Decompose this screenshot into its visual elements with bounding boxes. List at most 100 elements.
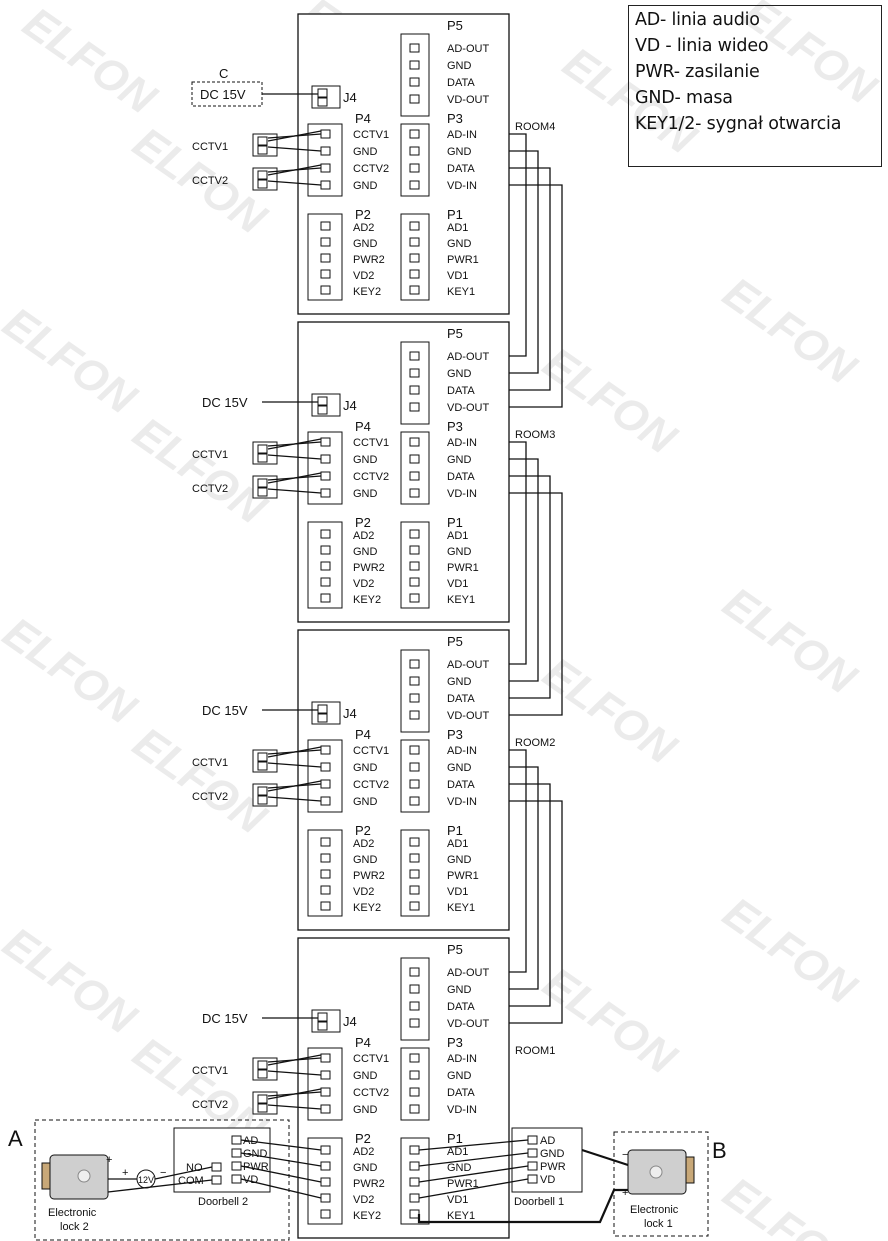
p4-pin-label: CCTV2 [353,471,389,483]
pin-square [320,853,331,863]
p1-pin-label: KEY1 [447,1210,475,1222]
pin-square [320,163,331,173]
pin-square [317,713,328,723]
pin-square [257,1069,268,1079]
watermark-text: ELFON [14,0,165,124]
p3-pin-label: AD-IN [447,1053,477,1065]
pin-square [320,901,331,911]
p2-pin-label: PWR2 [353,254,385,266]
pin-square [409,762,420,772]
cctv-wire [267,488,322,494]
pin-square [409,402,420,412]
pin-square [409,561,420,571]
cctv-label: CCTV2 [192,175,228,187]
p5-label: P5 [447,634,463,649]
p3-pin-label: DATA [447,779,475,791]
p4-label: P4 [355,111,371,126]
pin-square [527,1174,538,1184]
monitor-unit: P5AD-OUTGNDDATAVD-OUTP3AD-INGNDDATAVD-IN… [192,321,555,623]
watermark-text: ELFON [534,958,685,1084]
p3-label: P3 [447,727,463,742]
monitor-unit: P5AD-OUTGNDDATAVD-OUTP3AD-INGNDDATAVD-IN… [192,937,555,1239]
pin-square [409,837,420,847]
pin-square [320,253,331,263]
p5-pin-label: DATA [447,385,475,397]
pin-square [320,221,331,231]
pin-square [257,444,268,454]
p4-pin-label: GND [353,796,378,808]
p2-label: P2 [355,207,371,222]
legend-item: GND- masa [635,88,733,108]
pin-square [317,88,328,98]
p2-pin-label: AD2 [353,222,374,234]
pin-square [409,984,420,994]
p1-pin-label: VD1 [447,886,468,898]
pin-square [317,1021,328,1031]
lock2-caption: Electronic [48,1207,97,1219]
p1-pin-label: GND [447,238,472,250]
group-a-box [34,1119,290,1241]
pin-square [320,762,331,772]
pin-square [257,1103,268,1113]
p3-pin-label: VD-IN [447,1104,477,1116]
cctv-label: CCTV1 [192,1065,228,1077]
watermark-text: ELFON [0,608,146,734]
pin-square [409,1001,420,1011]
pin-square [320,869,331,879]
pin-square [320,545,331,555]
p4-label: P4 [355,1035,371,1050]
minus-sign: − [622,1149,628,1161]
p5-pin-label: AD-OUT [447,967,489,979]
plus-sign: + [122,1167,128,1179]
pin-square [409,659,420,669]
pin-square [527,1135,538,1145]
p2-label: P2 [355,1131,371,1146]
pin-square [409,1070,420,1080]
pin-square [320,1145,331,1155]
pin-square [409,368,420,378]
watermark-text: ELFON [0,918,146,1044]
pin-square [320,779,331,789]
plus-sign: + [622,1187,628,1199]
pin-square [320,1104,331,1114]
p4-pin-label: GND [353,762,378,774]
p2-pin-label: VD2 [353,886,374,898]
pin-square [231,1174,242,1184]
p1-pin-label: VD1 [447,270,468,282]
plus-sign: + [106,1154,112,1166]
doorbell-2-box [173,1127,271,1193]
lock1-caption: Electronic [630,1204,679,1216]
room-label: ROOM1 [515,1045,555,1057]
p2-pin-label: GND [353,238,378,250]
p5-pin-label: DATA [447,1001,475,1013]
p2-pin-label: PWR2 [353,1178,385,1190]
p4-pin-label: CCTV1 [353,1053,389,1065]
cctv-wire [267,133,322,139]
pin-square [257,752,268,762]
watermark-text: ELFON [714,888,865,1014]
pin-square [320,1053,331,1063]
lock2-caption: lock 2 [60,1221,89,1233]
p4-pin-label: GND [353,454,378,466]
pin-square [320,561,331,571]
cctv-wire [267,749,322,755]
lock1-knob [649,1165,663,1179]
p1-pin-label: PWR1 [447,870,479,882]
pin-square [257,478,268,488]
p3-label: P3 [447,111,463,126]
legend-item: KEY1/2- sygnał otwarcia [635,114,842,134]
p5-pin-label: DATA [447,693,475,705]
cctv-label: CCTV1 [192,141,228,153]
cctv-wire [267,1070,322,1076]
p2-pin-label: GND [353,854,378,866]
pin-square [320,180,331,190]
p3-pin-label: AD-IN [447,437,477,449]
minus-sign: − [160,1167,166,1179]
p3-pin-label: VD-IN [447,180,477,192]
lock1-wire [581,1148,629,1167]
pin-square [257,453,268,463]
label-a: A [8,1126,23,1151]
pin-square [409,1145,420,1155]
p4-pin-label: GND [353,180,378,192]
pin-square [409,1053,420,1063]
